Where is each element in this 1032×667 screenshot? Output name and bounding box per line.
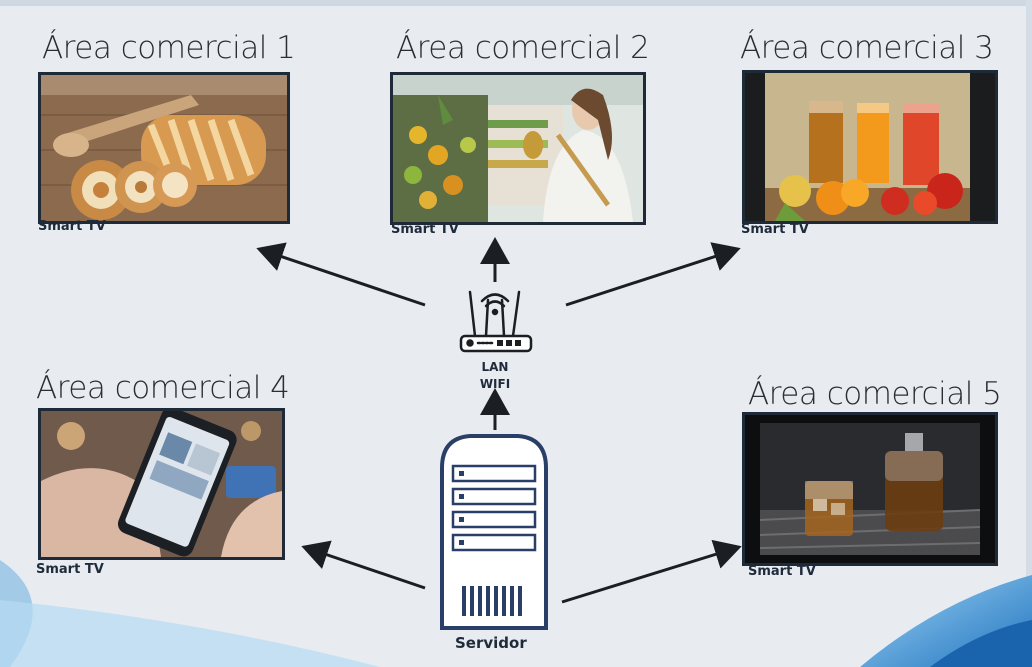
area-3-smart-tv-label: Smart TV [741,222,809,237]
area-3-smart-tv-screen [742,70,998,224]
juices-image [745,73,995,221]
mobile-payment-image [41,411,282,557]
router-lan-label: LAN [481,360,509,374]
area-4-smart-tv-screen [38,408,285,560]
area-2-smart-tv-label: Smart TV [391,222,459,237]
area-2-smart-tv-screen [390,72,646,225]
area-1-smart-tv-label: Smart TV [38,219,106,234]
area-4-title: Área comercial 4 [36,370,290,406]
bread-image [41,75,287,221]
area-5-smart-tv-label: Smart TV [748,564,816,579]
area-1-title: Área comercial 1 [42,30,296,66]
whisky-image [745,415,995,563]
area-2-title: Área comercial 2 [396,30,650,66]
area-5-smart-tv-screen [742,412,998,566]
area-3-title: Área comercial 3 [740,30,994,66]
area-5-title: Área comercial 5 [748,376,1002,412]
supermarket-image [393,75,643,222]
area-4-smart-tv-label: Smart TV [36,562,104,577]
server-label: Servidor [455,634,527,652]
router-wifi-label: WIFI [479,377,511,391]
area-1-smart-tv-screen [38,72,290,224]
